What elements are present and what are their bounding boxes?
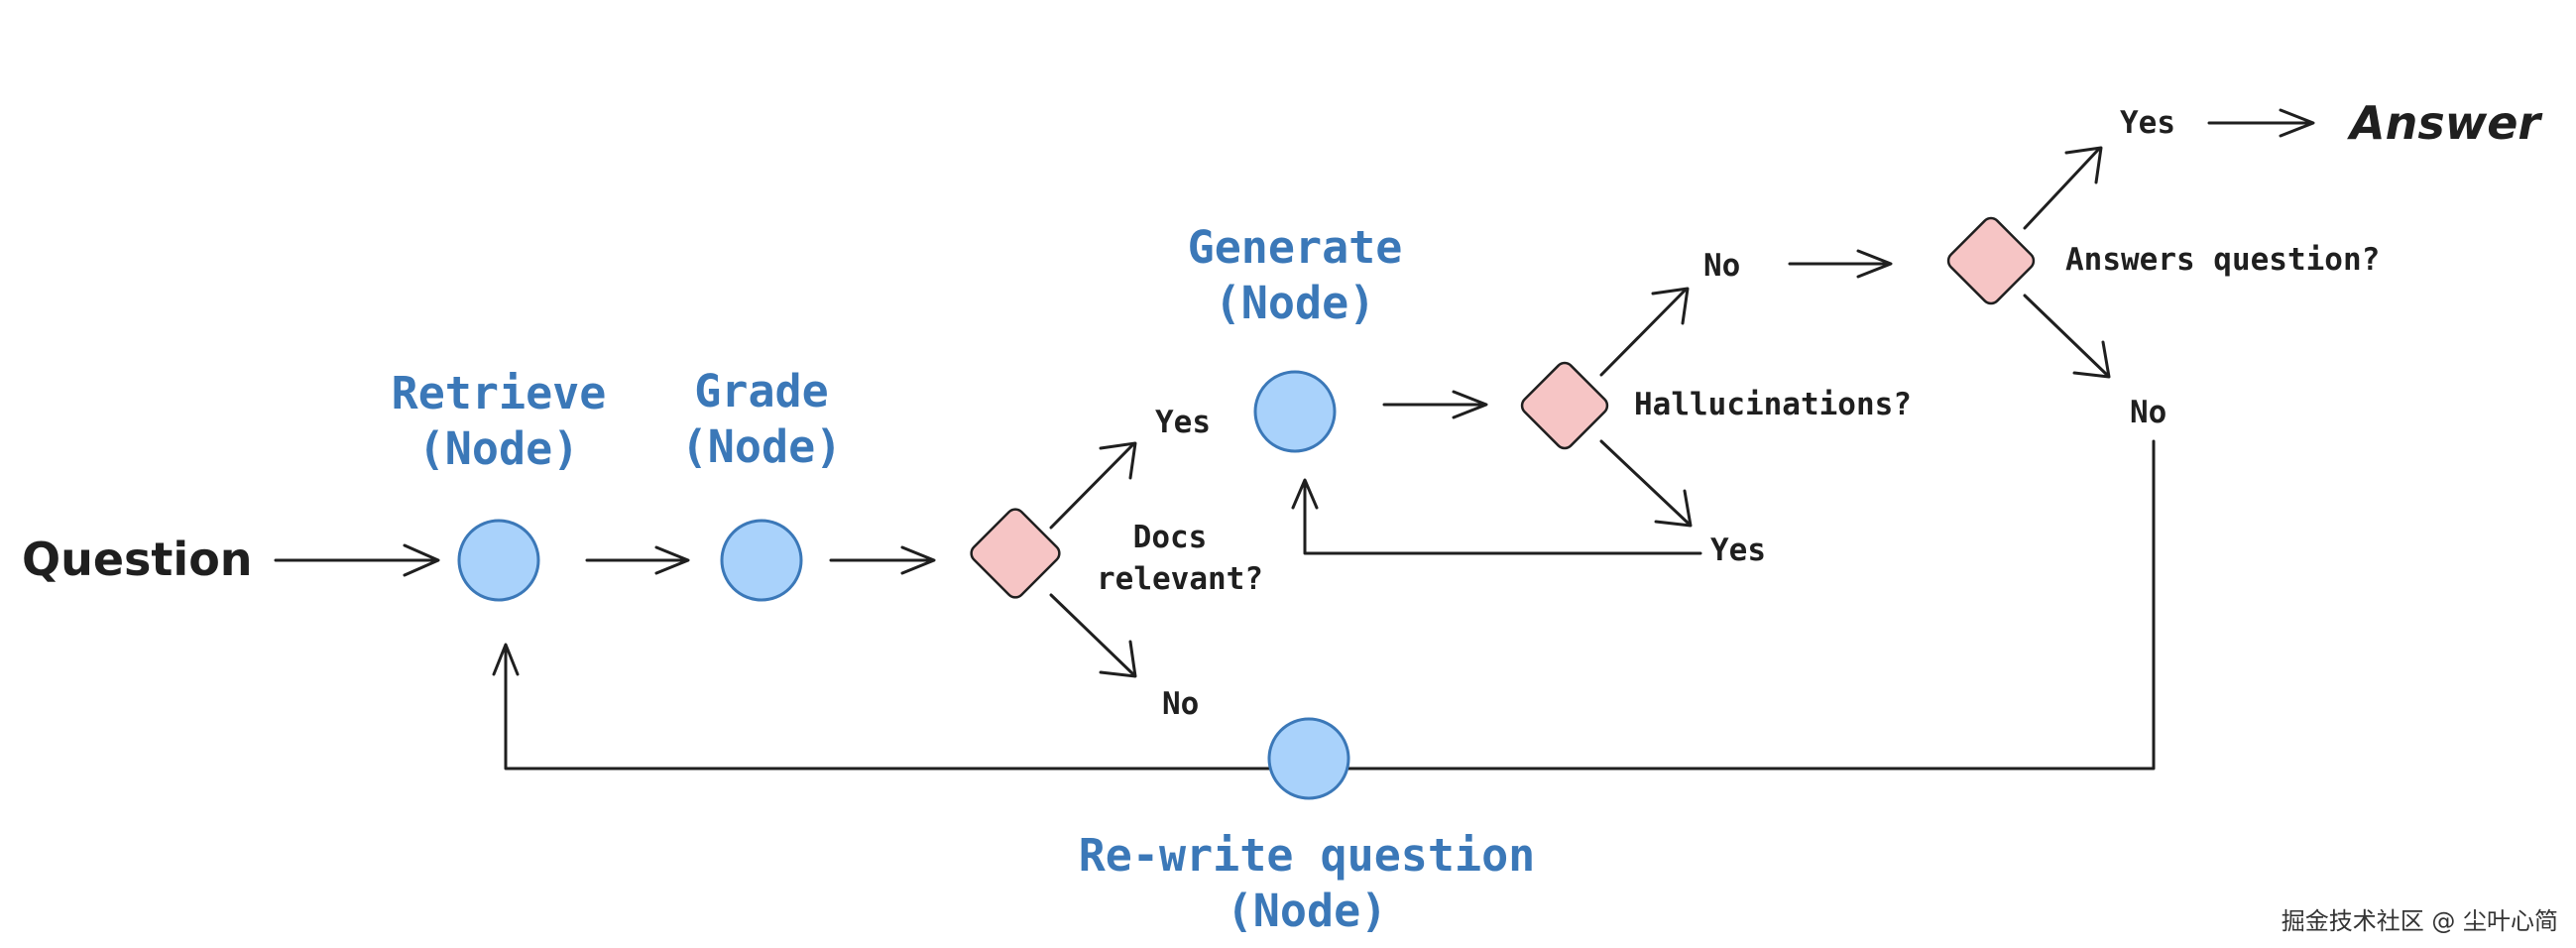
edge-answers-no — [2023, 294, 2109, 377]
svg-text:Docs: Docs — [1133, 520, 1208, 555]
arrowhead — [1651, 287, 1690, 325]
retrieve-node-title: Retrieve (Node) — [392, 367, 607, 475]
hallucinations-decision — [1520, 361, 1609, 450]
docs-relevant-label: Docs relevant? — [1097, 520, 1263, 597]
svg-text:(Node): (Node) — [418, 422, 580, 475]
edge-answers-yes — [2023, 147, 2101, 230]
answers-question-label: Answers question? — [2065, 242, 2380, 278]
arrowhead — [900, 545, 936, 575]
edge-hallucinations-no — [1599, 288, 1688, 377]
svg-text:(Node): (Node) — [1227, 885, 1388, 937]
arrowhead — [2064, 146, 2103, 184]
edge-docs-no — [1049, 593, 1135, 676]
answers-question-decision — [1946, 216, 2036, 305]
hallucinations-yes-label: Yes — [1710, 533, 1766, 568]
arrowhead — [403, 543, 440, 577]
arrowhead — [1099, 640, 1137, 678]
svg-text:Generate: Generate — [1188, 221, 1403, 274]
arrowhead — [2072, 340, 2111, 379]
grade-node-title: Grade (Node) — [681, 365, 843, 473]
docs-no-label: No — [1162, 686, 1199, 722]
arrowhead — [1291, 478, 1319, 510]
answers-yes-label: Yes — [2120, 105, 2175, 141]
arrowhead — [654, 545, 690, 575]
edge-no-rewrite-retrieve-loop — [504, 439, 2156, 770]
svg-text:Grade: Grade — [694, 365, 828, 417]
edge-docs-yes — [1049, 442, 1135, 530]
watermark: 掘金技术社区 @ 尘叶心简 — [2281, 907, 2558, 935]
grade-node — [720, 519, 803, 602]
rewrite-node-title: Re-write question (Node) — [1079, 829, 1536, 937]
edge-hallucinations-yes — [1599, 439, 1691, 526]
rewrite-node — [1267, 717, 1350, 800]
svg-text:Retrieve: Retrieve — [392, 367, 607, 419]
arrowhead — [1654, 489, 1693, 528]
generate-node-title: Generate (Node) — [1188, 221, 1403, 329]
answers-no-label: No — [2130, 395, 2166, 430]
svg-text:(Node): (Node) — [681, 420, 843, 473]
generate-node — [1253, 370, 1337, 453]
arrowhead — [492, 643, 520, 676]
retrieve-node — [457, 519, 540, 602]
svg-text:relevant?: relevant? — [1097, 561, 1263, 597]
edge-yes-back-to-generate — [1303, 480, 1702, 555]
docs-relevant-decision — [970, 508, 1061, 599]
answer-terminal: Answer — [2347, 96, 2543, 150]
hallucinations-label: Hallucinations? — [1634, 387, 1912, 422]
arrowhead — [2279, 108, 2315, 138]
arrowhead — [1452, 390, 1488, 419]
hallucinations-no-label: No — [1703, 248, 1740, 284]
docs-yes-label: Yes — [1155, 405, 1211, 440]
arrowhead — [1856, 249, 1893, 279]
svg-text:Re-write question: Re-write question — [1079, 829, 1536, 882]
question-terminal: Question — [22, 533, 253, 586]
arrowhead — [1099, 441, 1137, 480]
svg-text:(Node): (Node) — [1215, 277, 1376, 329]
